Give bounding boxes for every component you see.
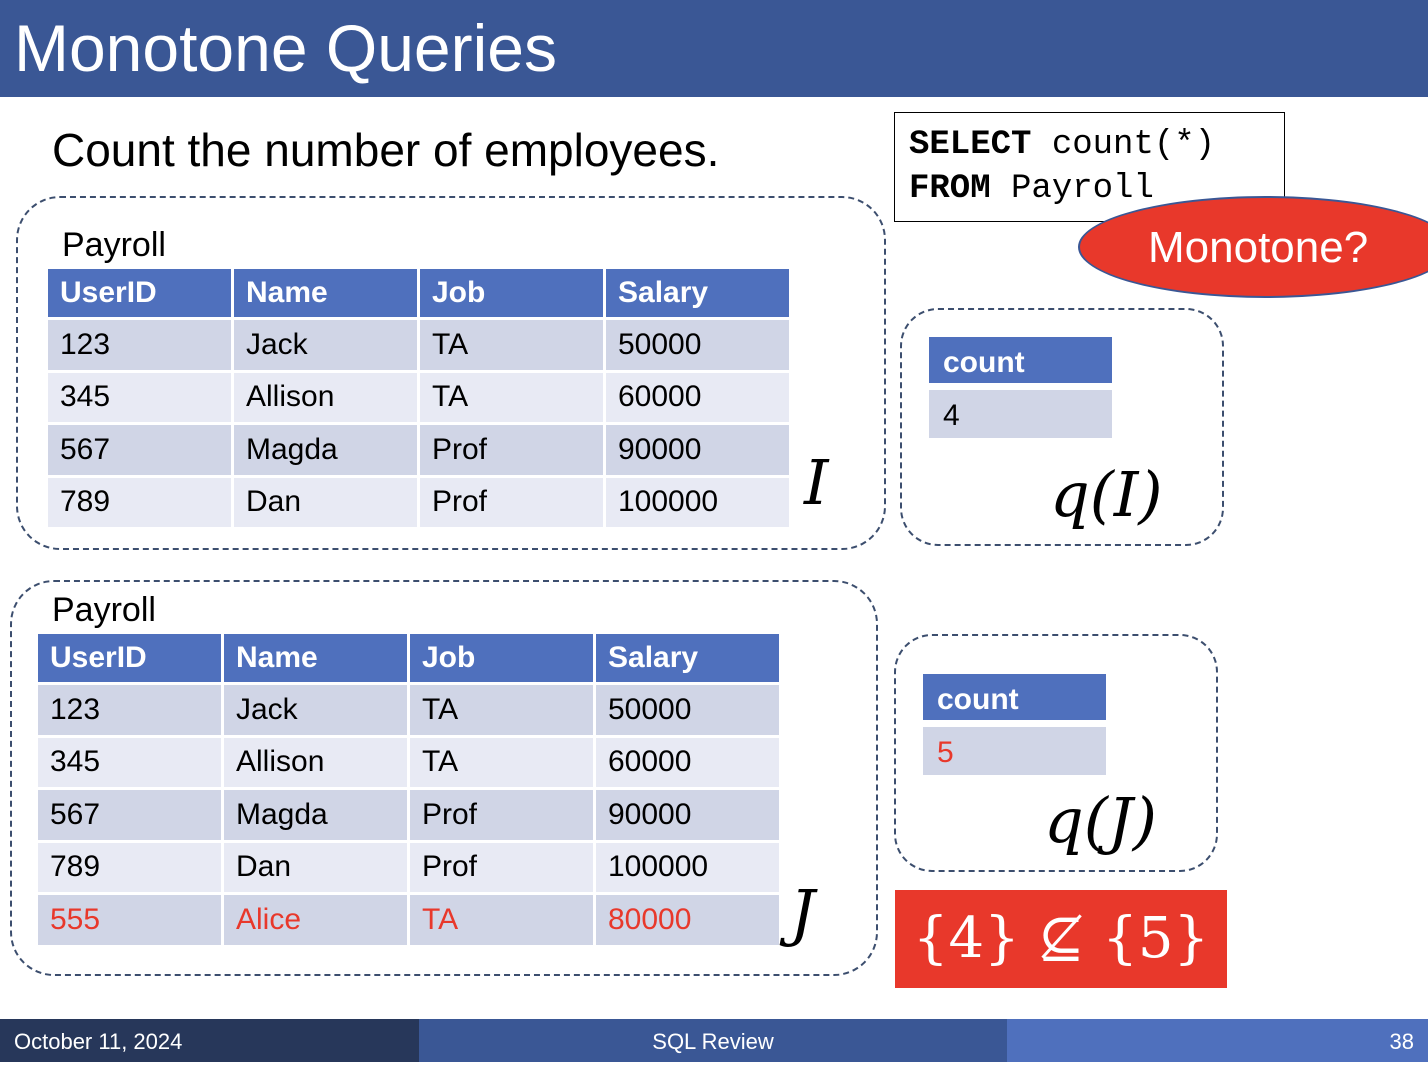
table-cell: TA bbox=[410, 685, 593, 735]
table-cell: 60000 bbox=[606, 372, 789, 422]
table-cell: Dan bbox=[234, 477, 417, 527]
instance-j-frame bbox=[10, 580, 878, 976]
column-header: Job bbox=[410, 634, 593, 682]
footer-page-number: 38 bbox=[1007, 1019, 1428, 1062]
table-cell: Alice bbox=[224, 895, 407, 945]
slide-subtitle: Count the number of employees. bbox=[52, 124, 720, 176]
column-header: Salary bbox=[596, 634, 779, 682]
table-cell: 90000 bbox=[606, 425, 789, 475]
monotone-callout: Monotone? bbox=[1078, 196, 1428, 298]
title-bar: Monotone Queries bbox=[0, 0, 1428, 97]
result-j-count-header: count bbox=[923, 674, 1106, 720]
instance-i-symbol: I bbox=[804, 446, 829, 519]
slide-title: Monotone Queries bbox=[14, 11, 557, 85]
table-cell: Magda bbox=[224, 790, 407, 840]
result-i-frame bbox=[900, 308, 1224, 546]
instance-j-symbol: J bbox=[790, 876, 815, 949]
table-cell: Allison bbox=[234, 372, 417, 422]
table-cell: 345 bbox=[38, 737, 221, 787]
table-cell: Dan bbox=[224, 842, 407, 892]
table-cell: 100000 bbox=[596, 842, 779, 892]
result-j-count-value: 5 bbox=[923, 727, 1106, 775]
table-cell: 50000 bbox=[596, 685, 779, 735]
column-header: Salary bbox=[606, 269, 789, 317]
table-cell: Jack bbox=[234, 320, 417, 370]
table-cell: TA bbox=[410, 895, 593, 945]
result-i-count-header: count bbox=[929, 337, 1112, 383]
table-cell: Allison bbox=[224, 737, 407, 787]
table-cell: 345 bbox=[48, 372, 231, 422]
table-cell: 789 bbox=[38, 842, 221, 892]
table-cell: TA bbox=[420, 372, 603, 422]
column-header: UserID bbox=[48, 269, 231, 317]
column-header: Name bbox=[234, 269, 417, 317]
column-header: Job bbox=[420, 269, 603, 317]
result-i-label: q(I) bbox=[1050, 458, 1163, 531]
sql-query-box: SELECT count(*) FROM Payroll bbox=[894, 112, 1285, 222]
table-cell: 123 bbox=[38, 685, 221, 735]
table-cell: 50000 bbox=[606, 320, 789, 370]
table-cell: Prof bbox=[420, 425, 603, 475]
instance-i-table-label: Payroll bbox=[62, 226, 166, 264]
table-cell: Jack bbox=[224, 685, 407, 735]
table-cell: 567 bbox=[48, 425, 231, 475]
sql-select-rest: count(*) bbox=[1031, 126, 1216, 164]
sql-keyword-select: SELECT bbox=[909, 126, 1032, 164]
result-j-label: q(J) bbox=[1044, 784, 1157, 857]
table-cell: 789 bbox=[48, 477, 231, 527]
table-cell: Magda bbox=[234, 425, 417, 475]
table-cell: 567 bbox=[38, 790, 221, 840]
slide-footer: October 11, 2024 SQL Review 38 bbox=[0, 1019, 1428, 1062]
table-cell: 123 bbox=[48, 320, 231, 370]
table-cell: 60000 bbox=[596, 737, 779, 787]
sql-keyword-from: FROM bbox=[909, 170, 991, 208]
conclusion-box: {4} ⊈ {5} bbox=[895, 890, 1227, 988]
table-cell: 100000 bbox=[606, 477, 789, 527]
result-j-frame bbox=[894, 634, 1218, 872]
column-header: UserID bbox=[38, 634, 221, 682]
result-i-count-value: 4 bbox=[929, 390, 1112, 438]
table-cell: 80000 bbox=[596, 895, 779, 945]
table-cell: Prof bbox=[420, 477, 603, 527]
sql-from-rest: Payroll bbox=[990, 170, 1154, 208]
table-cell: 90000 bbox=[596, 790, 779, 840]
table-cell: 555 bbox=[38, 895, 221, 945]
column-header: Name bbox=[224, 634, 407, 682]
instance-i-frame bbox=[16, 196, 886, 550]
instance-j-table-label: Payroll bbox=[52, 591, 156, 629]
footer-date: October 11, 2024 bbox=[0, 1019, 419, 1062]
table-cell: TA bbox=[420, 320, 603, 370]
table-cell: Prof bbox=[410, 790, 593, 840]
footer-course: SQL Review bbox=[419, 1019, 1007, 1062]
table-cell: Prof bbox=[410, 842, 593, 892]
table-cell: TA bbox=[410, 737, 593, 787]
